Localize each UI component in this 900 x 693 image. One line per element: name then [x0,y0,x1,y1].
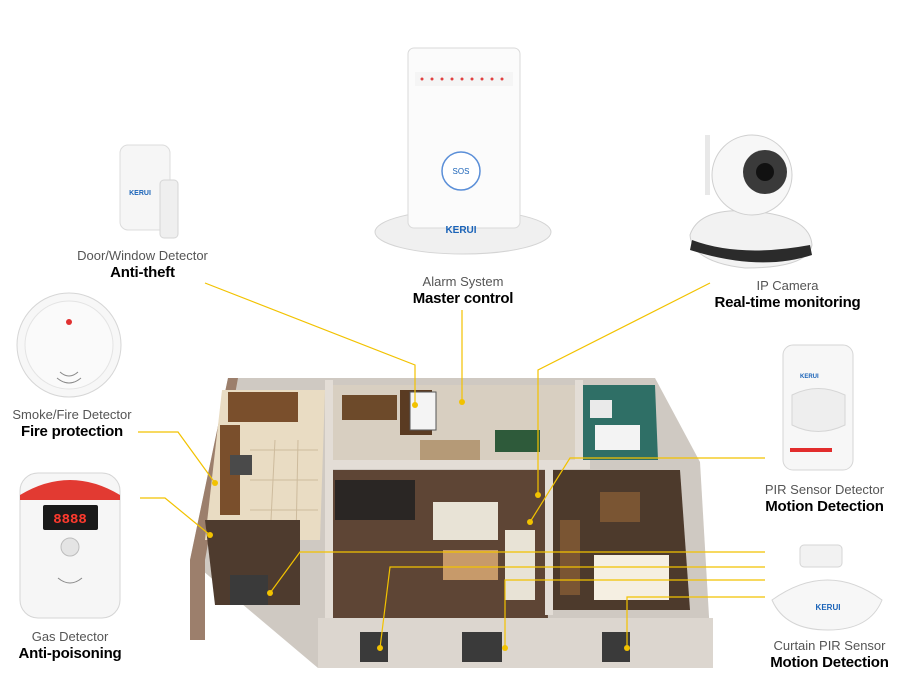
kitchen-cabinet [228,392,298,422]
gas-feature: Anti-poisoning [18,644,122,662]
gas-detector-device: 8888 [19,472,121,619]
alarm-title: Alarm System [422,274,504,289]
hall-table [342,395,397,420]
ip-camera-device [689,134,813,269]
door-label: Door/Window Detector Anti-theft [60,248,225,281]
inner-wall [325,380,333,625]
sos-label: SOS [453,167,470,176]
pir-label: PIR Sensor Detector Motion Detection [752,482,897,515]
pir-feature: Motion Detection [765,497,884,515]
curtain-feature: Motion Detection [770,653,889,671]
gas-display [43,505,98,530]
curtain-title: Curtain PIR Sensor [773,638,886,653]
pir-title: PIR Sensor Detector [764,482,885,497]
sink [590,400,612,418]
callout-dots [207,399,630,651]
door-brand: KERUI [129,190,151,197]
window [230,575,268,605]
pir-sensor-device: KERUI [782,344,854,471]
hub-brand: KERUI [445,225,476,236]
smoke-feature: Fire protection [20,422,123,440]
alarm-label: Alarm System Master control [395,274,531,307]
sos-button [441,151,481,191]
curtain-pir-device: KERUI [771,544,883,631]
window [462,632,502,662]
curtain-label: Curtain PIR Sensor Motion Detection [762,638,897,671]
sofa [433,502,498,540]
alarm-hub-device: SOS KERUI [374,47,552,255]
inner-wall [575,380,583,465]
desk [600,492,640,522]
alarm-feature: Master control [412,289,514,307]
camera-title: IP Camera [756,278,819,293]
inner-wall [325,460,590,469]
camera-label: IP Camera Real-time monitoring [705,278,870,311]
wardrobe [560,520,580,595]
door-feature: Anti-theft [110,263,175,281]
window [360,632,388,662]
curtain-brand: KERUI [816,603,841,612]
door-sensor-device: KERUI [119,144,179,239]
stove [230,455,252,475]
tv-cabinet [335,480,415,520]
bed [594,555,669,600]
inner-wall [545,465,553,615]
coffee-table [443,550,498,580]
smoke-title: Smoke/Fire Detector [12,407,132,422]
gas-title: Gas Detector [31,629,109,644]
camera-feature: Real-time monitoring [714,293,861,311]
sofa-side [505,530,535,600]
smoke-label: Smoke/Fire Detector Fire protection [2,407,142,440]
gas-display-digits: 8888 [53,512,87,528]
house-floorplan [190,378,713,668]
hall-window [409,391,437,431]
smoke-detector-device [16,292,122,398]
door-title: Door/Window Detector [77,248,208,263]
pir-brand: KERUI [800,374,819,380]
hall-rug [420,440,480,460]
bathtub [595,425,640,450]
gas-label: Gas Detector Anti-poisoning [5,629,135,662]
callout-lines [138,282,765,649]
pool-table [495,430,540,452]
